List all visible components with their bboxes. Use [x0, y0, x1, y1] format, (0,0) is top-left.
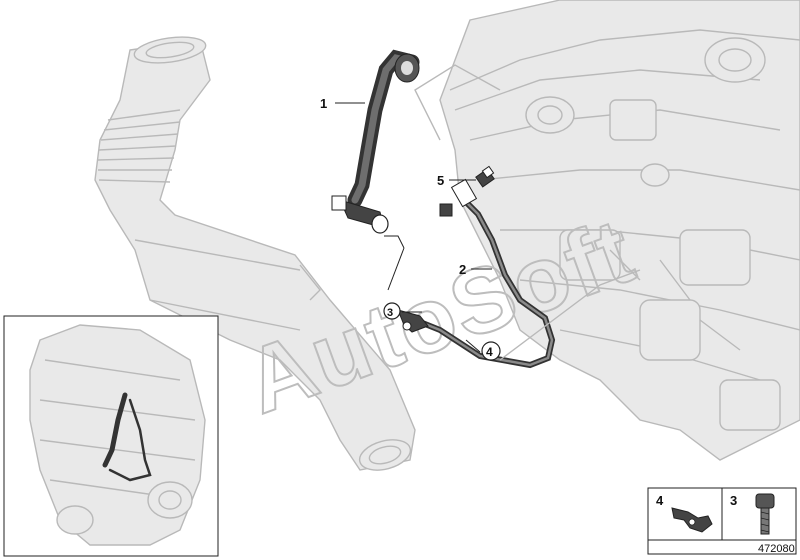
legend-box: 4 3 472080 — [647, 487, 797, 555]
part-5-bolt — [475, 165, 495, 188]
callout-2: 2 — [459, 262, 466, 277]
callout-3: 3 — [387, 307, 393, 319]
bolt-icon — [755, 493, 775, 535]
callouts: 1 5 2 3 4 — [320, 96, 501, 361]
part-1-hose — [331, 49, 420, 234]
watermark-text: AutoSoft — [233, 199, 648, 433]
callout-1: 1 — [320, 96, 327, 111]
leader-lines — [335, 64, 641, 361]
callout-4: 4 — [486, 345, 493, 359]
part-2-hose — [407, 178, 556, 369]
inset-overview — [3, 315, 219, 557]
legend-item-4-label: 4 — [656, 493, 664, 508]
intake-duct — [94, 36, 416, 471]
legend-item-3-label: 3 — [730, 493, 737, 508]
engine-block — [439, 0, 800, 461]
clip-icon — [671, 507, 713, 533]
callout-5: 5 — [437, 173, 444, 188]
diagram-number: 472080 — [758, 543, 795, 555]
